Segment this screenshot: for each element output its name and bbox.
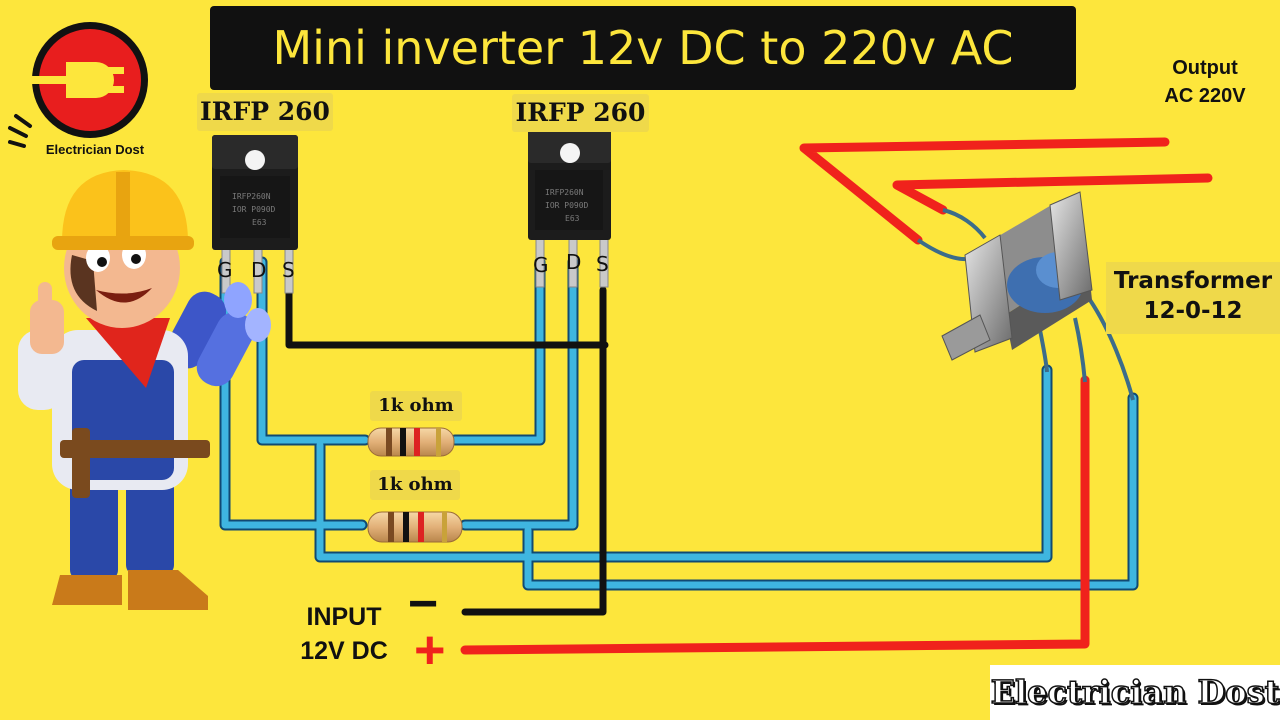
resistor-1-body	[367, 427, 455, 457]
resistor-2-body	[367, 511, 463, 543]
mosfet-1-pin-s: S	[282, 258, 295, 282]
input-line-2: 12V DC	[300, 637, 388, 665]
blue-wires	[219, 256, 1139, 591]
mosfet-2	[528, 130, 611, 288]
page-title: Mini inverter 12v DC to 220v AC	[272, 21, 1014, 75]
transformer-line-2: 12-0-12	[1143, 298, 1243, 324]
transformer-label-bg	[1106, 262, 1280, 334]
output-line-2: AC 220V	[1164, 85, 1246, 107]
mosfet-1-marking-3: E63	[252, 218, 267, 227]
red-wires	[460, 137, 1213, 655]
mosfet-2-marking-3: E63	[565, 214, 580, 223]
output-line-1: Output	[1172, 57, 1238, 79]
mosfet-2-pin-s: S	[596, 252, 609, 276]
mosfet-2-marking-2: IOR P090D	[545, 201, 589, 210]
mosfet-1-label: IRFP 260	[197, 93, 333, 131]
mosfet-2-pin-d: D	[566, 250, 582, 274]
resistor-2-label: 1k ohm	[370, 470, 460, 500]
mosfet-1-pin-d: D	[251, 258, 267, 282]
logo-icon	[8, 22, 148, 148]
transformer-label: Transformer 12-0-12	[1106, 266, 1280, 326]
mosfet-1-marking-1: IRFP260N	[232, 192, 271, 201]
black-wires	[285, 286, 609, 616]
mosfet-1-pin-g: G	[217, 258, 233, 282]
mosfet-2-label: IRFP 260	[512, 94, 649, 132]
electrician-mascot	[18, 170, 271, 610]
input-plus-sign: +	[414, 620, 446, 680]
input-minus-sign: −	[408, 575, 439, 633]
logo-name: Electrician Dost	[45, 142, 145, 157]
mosfet-2-pin-g: G	[533, 253, 549, 277]
mosfet-1-marking-2: IOR P090D	[232, 205, 276, 214]
output-label: Output AC 220V	[1130, 54, 1280, 110]
title-banner	[210, 6, 1076, 90]
brand-watermark: Electrician Dost	[990, 672, 1280, 712]
transformer-line-1: Transformer	[1113, 268, 1273, 294]
transformer-image	[941, 191, 1093, 361]
mosfet-2-marking-1: IRFP260N	[545, 188, 584, 197]
input-label: INPUT 12V DC	[296, 600, 392, 668]
input-line-1: INPUT	[306, 603, 382, 631]
brand-box	[990, 665, 1280, 720]
mosfet-1	[212, 135, 298, 294]
resistor-1-label: 1k ohm	[370, 391, 462, 421]
